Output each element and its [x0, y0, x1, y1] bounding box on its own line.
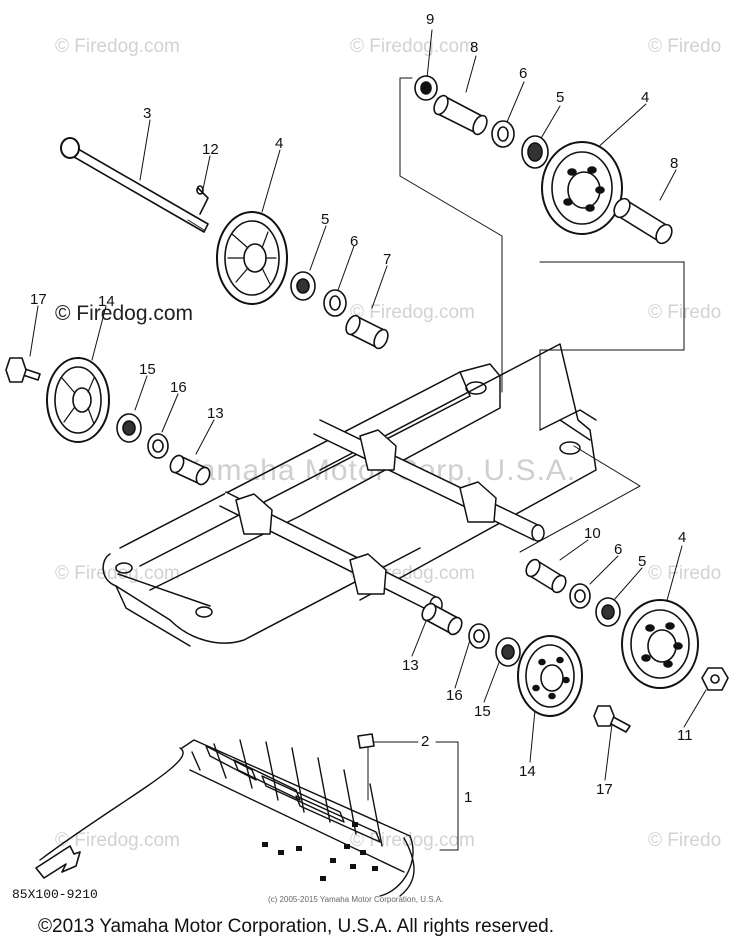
callout-17: 17 — [30, 291, 47, 308]
nut-11 — [701, 667, 729, 691]
collar-8-upper — [433, 94, 488, 136]
callout-13: 13 — [402, 657, 419, 674]
callout-17: 17 — [596, 781, 613, 798]
assembly-bracket-lines — [399, 77, 685, 553]
callout-1: 1 — [464, 789, 473, 806]
leader-lines — [29, 29, 707, 851]
bearing-15-left — [116, 413, 142, 443]
collar-13-lower — [421, 602, 463, 636]
callout-15: 15 — [474, 703, 491, 720]
callout-15: 15 — [139, 361, 156, 378]
callout-5: 5 — [556, 89, 565, 106]
ring-6-left — [323, 289, 347, 317]
wheel-14-lower — [517, 635, 583, 717]
callout-11: 11 — [677, 727, 693, 744]
collar-7 — [345, 314, 389, 350]
collar-8-right — [613, 197, 673, 245]
watermark: © Firedo — [648, 36, 722, 57]
callout-16: 16 — [446, 687, 463, 704]
callout-5: 5 — [321, 211, 330, 228]
callout-7: 7 — [383, 251, 392, 268]
callout-14: 14 — [98, 293, 115, 310]
callout-4: 4 — [641, 89, 650, 106]
callout-9: 9 — [426, 11, 435, 28]
track — [39, 739, 415, 897]
callout-8: 8 — [670, 155, 679, 172]
callout-16: 16 — [170, 379, 187, 396]
watermark: © Firedog.com — [350, 302, 475, 323]
callout-3: 3 — [143, 105, 152, 122]
ring-6-lower — [569, 583, 591, 609]
bearing-5-lower — [595, 597, 621, 627]
callout-4: 4 — [678, 529, 687, 546]
callout-14: 14 — [519, 763, 536, 780]
bearing-5-left — [290, 271, 316, 301]
callout-10: 10 — [584, 525, 601, 542]
watermark-dark: © Firedog.com — [55, 302, 194, 325]
wheel-4-upper — [541, 141, 623, 235]
suspension-frame — [102, 343, 597, 647]
diagram-code: 85X100-9210 — [12, 887, 98, 902]
watermark: © Firedog.com — [55, 36, 180, 57]
watermark: © Firedog.com — [55, 563, 180, 584]
ring-6-upper — [491, 120, 515, 148]
collar-13-left — [169, 454, 211, 486]
shaft-3 — [60, 137, 209, 233]
watermark: © Firedog.com — [350, 36, 475, 57]
callout-6: 6 — [350, 233, 359, 250]
callout-13: 13 — [207, 405, 224, 422]
watermark: © Firedo — [648, 302, 722, 323]
callout-8: 8 — [470, 39, 479, 56]
wheel-14-left — [46, 357, 110, 443]
footer-copyright: ©2013 Yamaha Motor Corporation, U.S.A. A… — [38, 916, 554, 937]
slide-clip-2 — [357, 733, 375, 749]
watermark: © Firedo — [648, 830, 722, 851]
ring-16-left — [147, 433, 169, 459]
washer-9 — [414, 75, 438, 101]
callout-4: 4 — [275, 135, 284, 152]
callout-5: 5 — [638, 553, 647, 570]
callout-2: 2 — [421, 733, 430, 750]
watermark: © Firedog.com — [350, 830, 475, 851]
callout-6: 6 — [519, 65, 528, 82]
callout-6: 6 — [614, 541, 623, 558]
callout-12: 12 — [202, 141, 219, 158]
wheel-4-left — [216, 211, 288, 305]
pin-12 — [196, 185, 209, 215]
bolt-17-lower — [593, 705, 631, 733]
small-copyright: (c) 2005-2015 Yamaha Motor Corporation, … — [268, 895, 444, 904]
watermark: © Firedo — [648, 563, 722, 584]
collar-10 — [525, 558, 567, 594]
watermark: © Firedog.com — [55, 830, 180, 851]
bearing-5-upper — [521, 135, 549, 169]
ring-16-lower — [468, 623, 490, 649]
bolt-17-left — [5, 357, 41, 383]
fwd-arrow-icon — [35, 845, 81, 879]
bearing-15-lower — [495, 637, 521, 667]
wheel-4-lower — [621, 599, 699, 689]
